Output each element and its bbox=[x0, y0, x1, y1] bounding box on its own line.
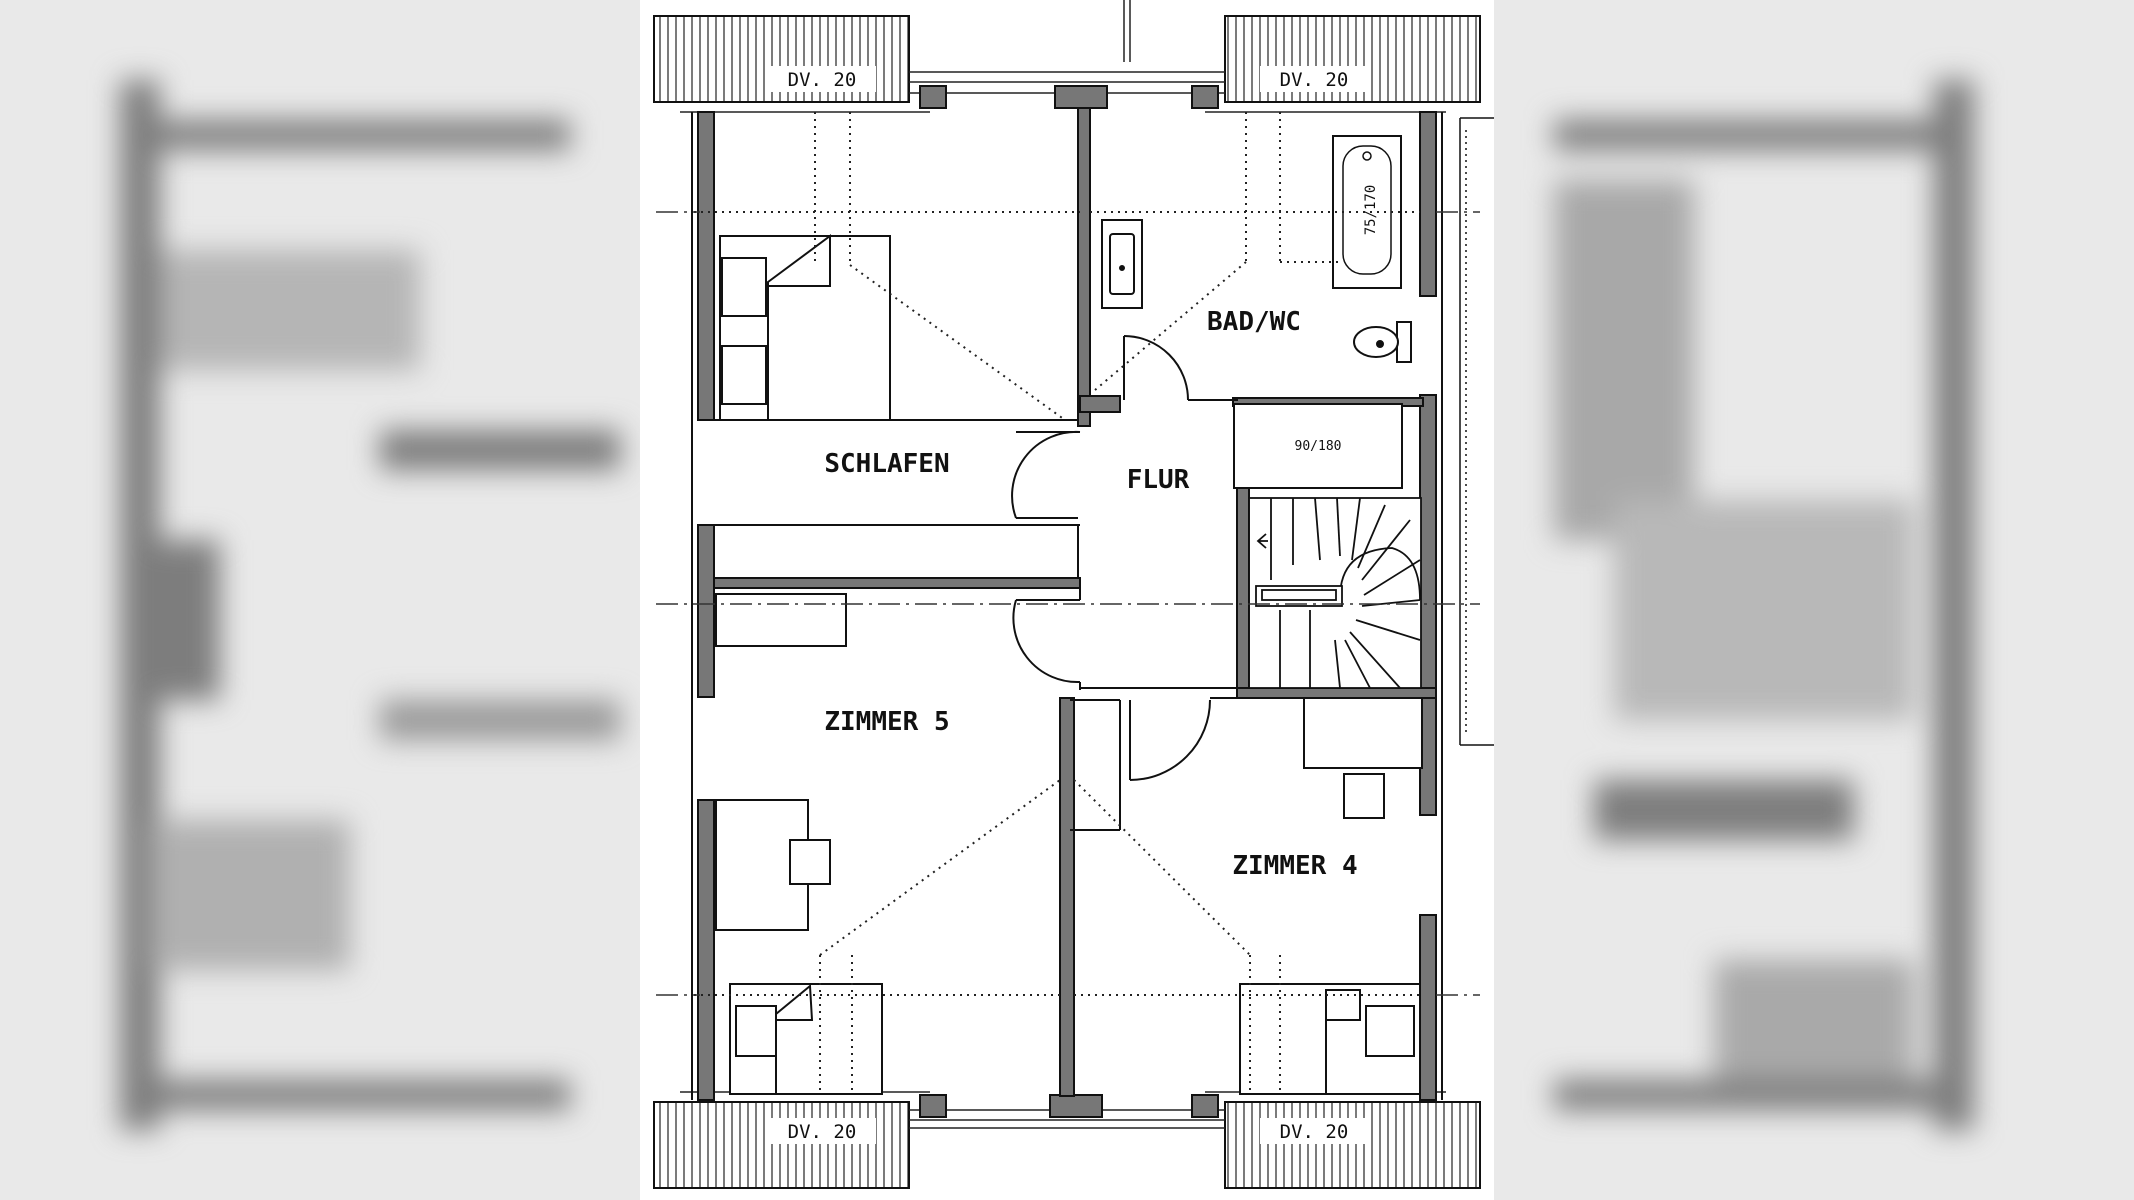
shower-size: 90/180 bbox=[1295, 439, 1342, 454]
room-label-schlafen: SCHLAFEN bbox=[824, 449, 949, 479]
dormer-label-bottom-left: DV. 20 bbox=[788, 1121, 857, 1143]
dormer-label-top-left: DV. 20 bbox=[788, 69, 857, 91]
staircase bbox=[1248, 497, 1422, 689]
shower: 90/180 bbox=[1233, 403, 1403, 489]
dormer-label-top-right: DV. 20 bbox=[1280, 69, 1349, 91]
top-stub bbox=[1123, 0, 1131, 62]
dormer-top-right: DV. 20 bbox=[1224, 15, 1481, 103]
room-label-bad: BAD/WC bbox=[1207, 307, 1301, 337]
washbasin bbox=[1101, 219, 1143, 309]
exterior-walls bbox=[697, 111, 1437, 1101]
zimmer4-furniture bbox=[1239, 697, 1423, 1095]
dormer-bottom-right: DV. 20 bbox=[1224, 1101, 1481, 1189]
room-label-zimmer4: ZIMMER 4 bbox=[1232, 851, 1357, 881]
zimmer5-furniture bbox=[715, 593, 883, 1095]
dormer-top-left: DV. 20 bbox=[653, 15, 910, 103]
dormer-bottom-left: DV. 20 bbox=[653, 1101, 910, 1189]
dormer-label-bottom-right: DV. 20 bbox=[1280, 1121, 1349, 1143]
corner-posts bbox=[919, 85, 1219, 1118]
interior-walls bbox=[713, 107, 1437, 1097]
doors bbox=[1011, 335, 1240, 781]
bathtub-size: 75/170 bbox=[1363, 185, 1379, 236]
blurred-backdrop-left bbox=[0, 0, 640, 1200]
balcony-frame bbox=[1459, 117, 1494, 746]
axis-lines bbox=[656, 211, 1480, 996]
exterior-outline bbox=[691, 112, 1443, 1100]
room-label-flur: FLUR bbox=[1127, 465, 1190, 495]
bed-schlafen bbox=[719, 234, 891, 421]
floor-plan: DV. 20 DV. 20 DV. 20 DV. 20 bbox=[640, 0, 1494, 1200]
bathtub: 75/170 bbox=[1332, 135, 1402, 289]
room-label-zimmer5: ZIMMER 5 bbox=[824, 707, 949, 737]
blurred-backdrop-right bbox=[1494, 0, 2134, 1200]
toilet bbox=[1353, 321, 1412, 363]
roof-slope-lines bbox=[694, 112, 1420, 1095]
